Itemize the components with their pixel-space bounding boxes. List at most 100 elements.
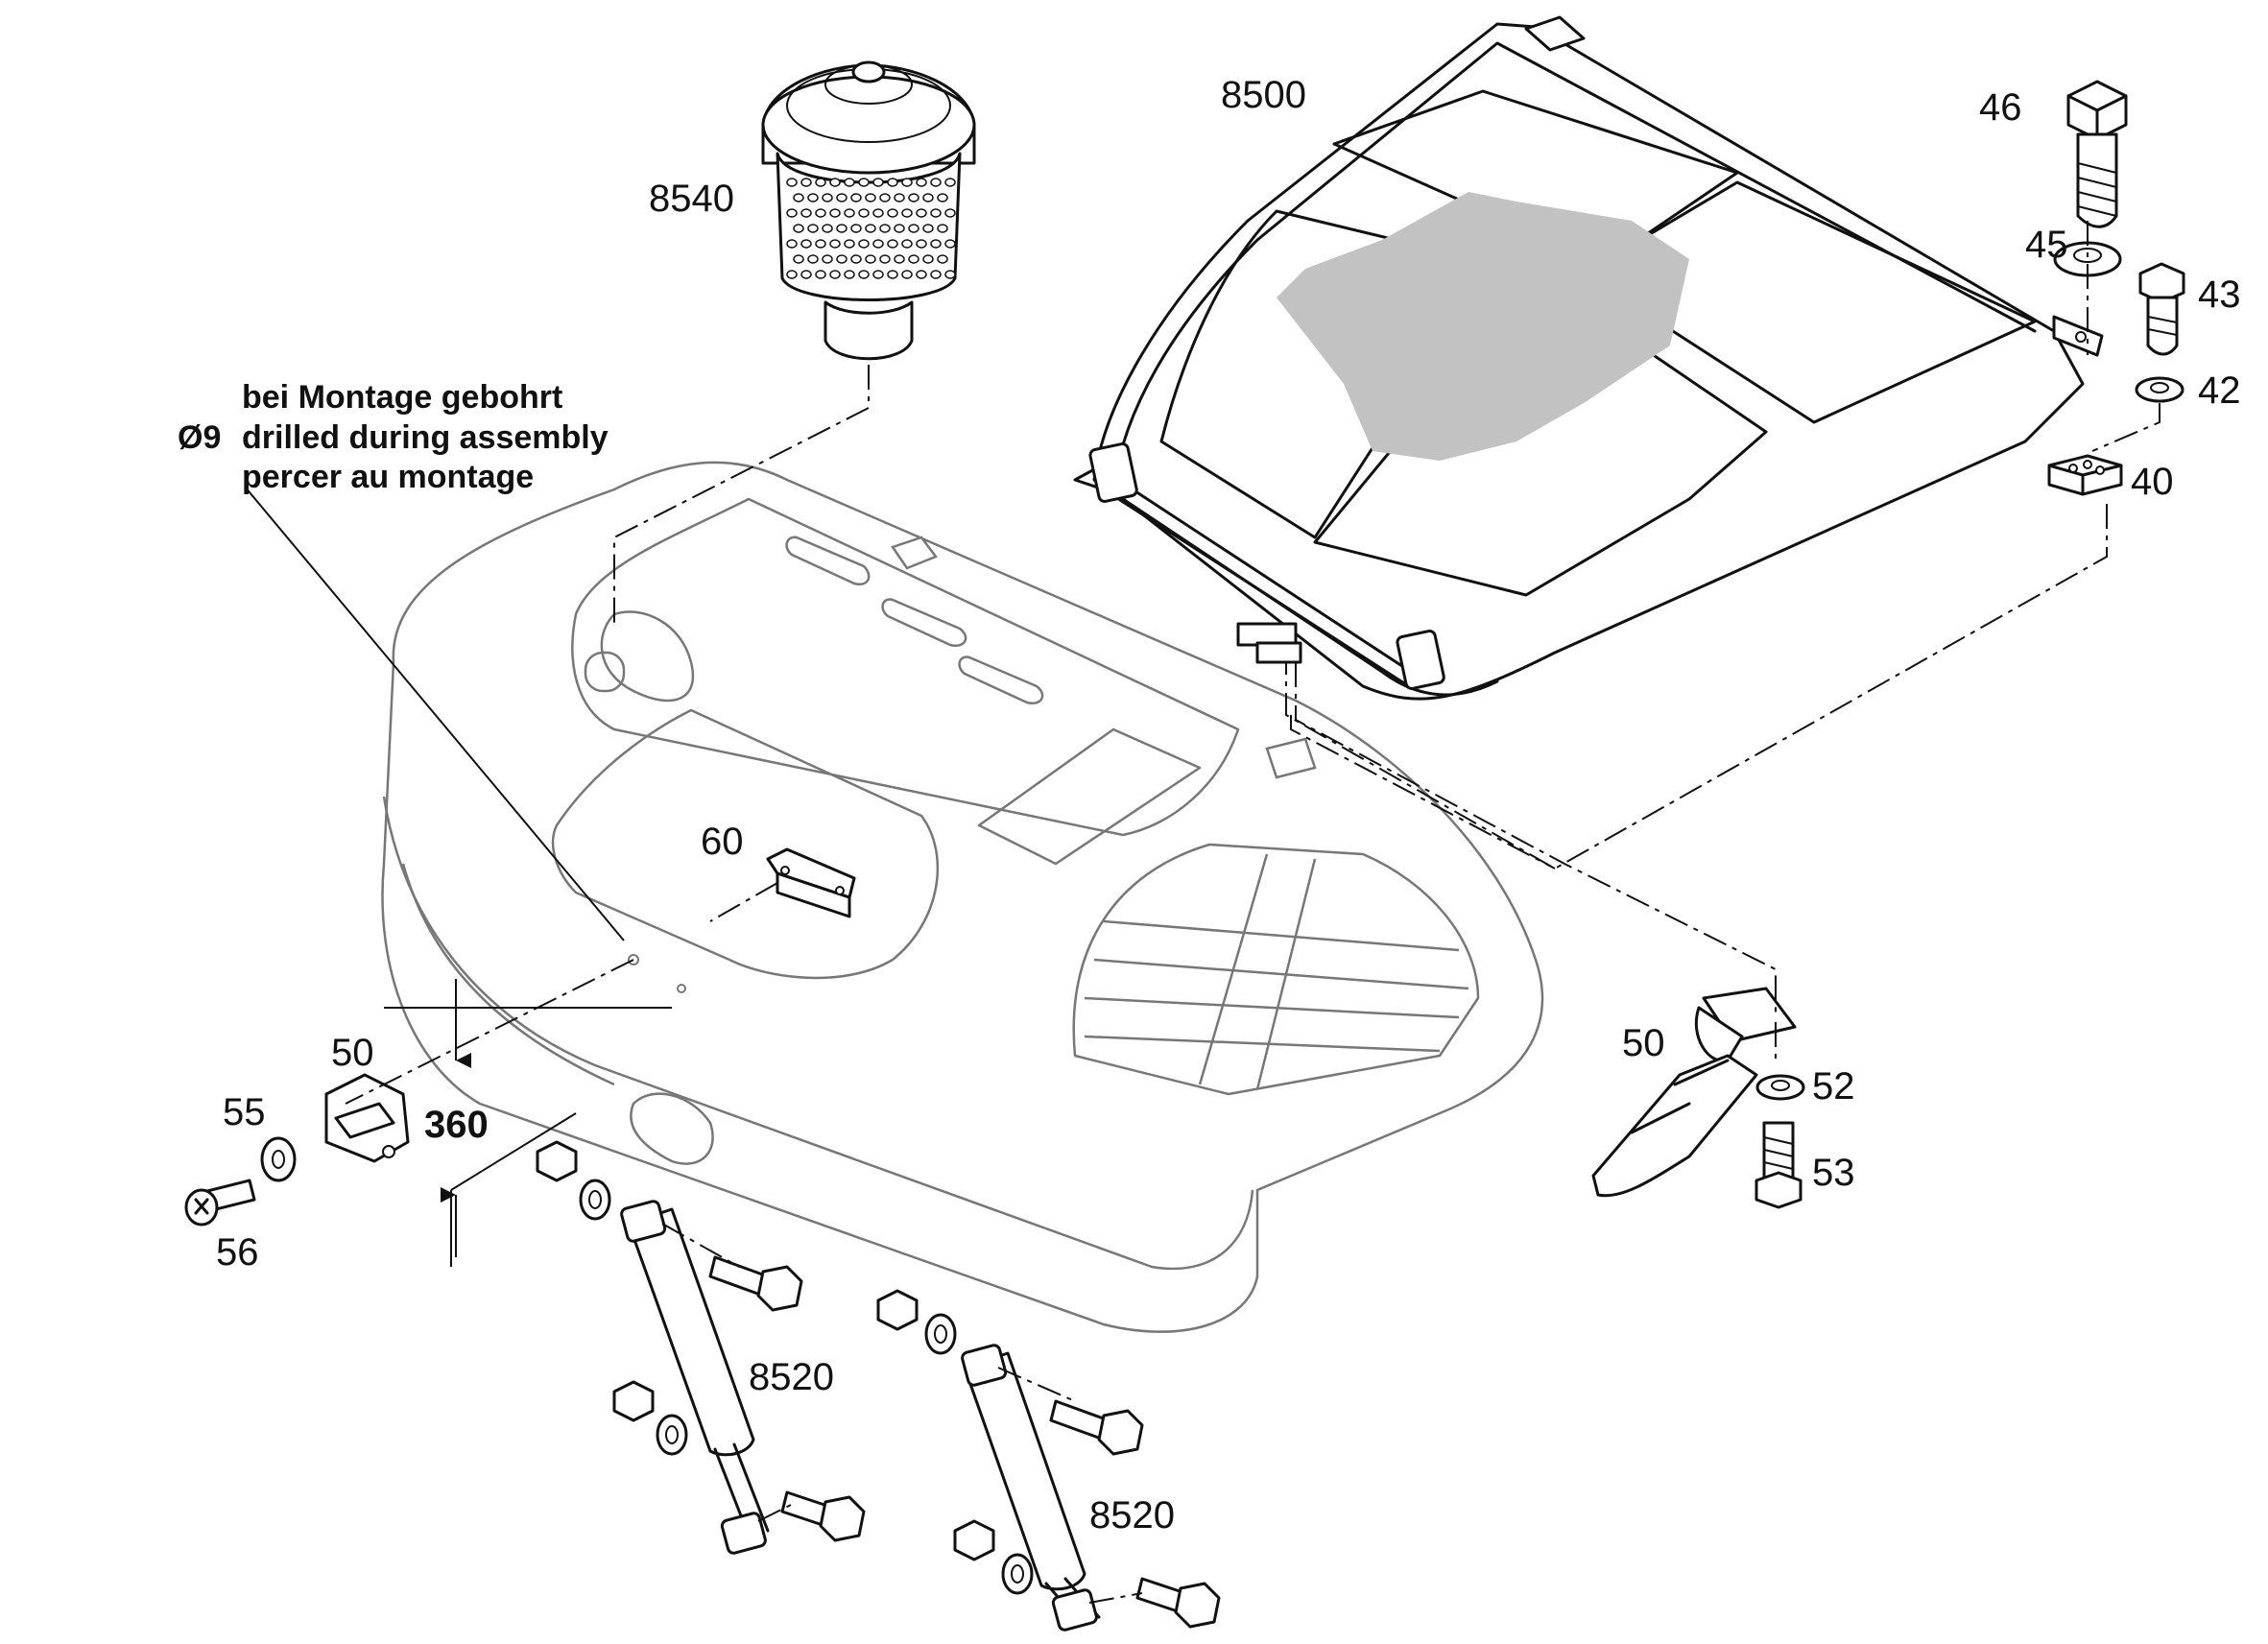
perforation-hole — [916, 178, 927, 187]
note-english: drilled during assembly — [242, 419, 609, 456]
perforation-hole — [858, 208, 870, 218]
perforation-hole — [786, 270, 798, 279]
label-52: 52 — [1812, 1065, 1855, 1108]
perforation-hole — [930, 208, 942, 218]
perforation-hole — [930, 239, 942, 249]
label-8500: 8500 — [1221, 74, 1306, 116]
perforation-hole — [944, 208, 956, 218]
perforation-hole — [858, 239, 870, 249]
perforation-hole — [850, 193, 862, 203]
note-french: percer au montage — [242, 459, 534, 495]
perforation-hole — [836, 193, 848, 203]
air-precleaner-part — [761, 60, 976, 361]
label-50-left: 50 — [331, 1032, 374, 1074]
screen-frame-part — [1073, 15, 2104, 701]
perforation-hole — [807, 224, 819, 233]
perforation-hole — [916, 239, 927, 249]
perforation-hole — [872, 239, 884, 249]
perforation-hole — [800, 178, 812, 187]
perforation-hole — [844, 239, 855, 249]
perforation-hole — [807, 254, 819, 264]
label-46: 46 — [1979, 86, 2022, 129]
perforation-hole — [879, 254, 891, 264]
perforation-hole — [872, 270, 884, 279]
label-60: 60 — [701, 821, 744, 863]
perforation-hole — [815, 239, 826, 249]
perforation-hole — [829, 178, 841, 187]
perforation-hole — [894, 193, 905, 203]
perforation-hole — [901, 239, 913, 249]
perforation-hole — [844, 208, 855, 218]
perforation-hole — [786, 239, 798, 249]
perforation-hole — [822, 193, 833, 203]
perforation-hole — [908, 193, 919, 203]
callout-labels: 8500 8540 46 45 43 42 40 60 50 55 56 360… — [216, 74, 2241, 1537]
perforation-hole — [944, 239, 956, 249]
dimension-360 — [384, 979, 672, 1267]
perforation-hole — [930, 178, 942, 187]
hardware-right-upper — [2047, 80, 2185, 496]
latch-left — [184, 1073, 410, 1227]
perforation-hole — [887, 270, 898, 279]
perforation-hole — [865, 254, 876, 264]
label-42: 42 — [2198, 369, 2241, 412]
perforation-hole — [879, 193, 891, 203]
perforation-hole — [800, 208, 812, 218]
perforation-hole — [829, 208, 841, 218]
perforation-hole — [908, 224, 919, 233]
perforation-hole — [922, 224, 934, 233]
perforation-hole — [844, 270, 855, 279]
perforation-hole — [901, 208, 913, 218]
perforation-hole — [908, 254, 919, 264]
perforation-hole — [865, 224, 876, 233]
perforation-hole — [844, 178, 855, 187]
label-40: 40 — [2131, 461, 2174, 503]
perforation-hole — [800, 270, 812, 279]
label-53: 53 — [1812, 1152, 1855, 1194]
perforation-hole — [793, 224, 804, 233]
perforation-hole — [887, 208, 898, 218]
perforation-hole — [829, 270, 841, 279]
perforation-hole — [815, 270, 826, 279]
perforation-hole — [901, 178, 913, 187]
label-43: 43 — [2198, 274, 2241, 316]
perforation-hole — [800, 239, 812, 249]
label-8520-lower: 8520 — [1089, 1494, 1175, 1537]
note-german: bei Montage gebohrt — [242, 379, 562, 416]
perforation-hole — [822, 224, 833, 233]
perforation-hole — [879, 224, 891, 233]
perforation-hole — [887, 178, 898, 187]
label-50-right: 50 — [1622, 1022, 1665, 1064]
perforation-hole — [786, 178, 798, 187]
perforation-hole — [922, 254, 934, 264]
perforation-hole — [872, 208, 884, 218]
perforation-hole — [858, 270, 870, 279]
perforation-hole — [815, 178, 826, 187]
perforation-hole — [887, 239, 898, 249]
label-55: 55 — [223, 1091, 266, 1133]
perforation-hole — [836, 254, 848, 264]
perforation-hole — [916, 208, 927, 218]
perforation-hole — [930, 270, 942, 279]
note-diameter: Ø9 — [178, 419, 221, 456]
perforation-hole — [858, 178, 870, 187]
perforation-hole — [815, 208, 826, 218]
perforation-hole — [894, 224, 905, 233]
label-8520-upper: 8520 — [749, 1356, 834, 1398]
perforation-hole — [786, 208, 798, 218]
centerlines — [345, 221, 2161, 1604]
strut-fasteners — [536, 1140, 1221, 1629]
label-45: 45 — [2025, 224, 2068, 266]
perforation-hole — [872, 178, 884, 187]
perforation-hole — [937, 224, 948, 233]
label-56: 56 — [216, 1231, 259, 1274]
perforation-hole — [916, 270, 927, 279]
perforation-hole — [793, 254, 804, 264]
engine-hood — [381, 461, 1544, 1333]
perforation-hole — [850, 254, 862, 264]
perforation-hole — [937, 254, 948, 264]
bracket-plate-60 — [766, 847, 856, 918]
note-leader-line — [244, 486, 625, 941]
perforation-hole — [822, 254, 833, 264]
